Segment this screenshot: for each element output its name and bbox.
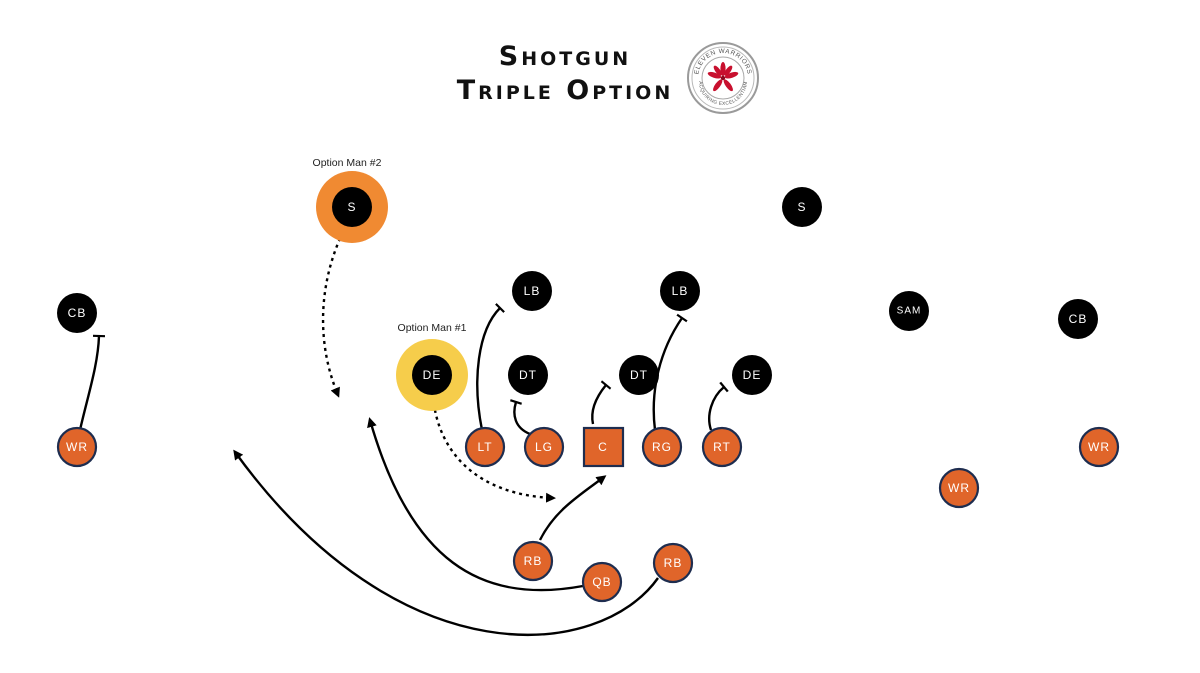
defender-de-right: DE xyxy=(732,355,772,395)
title-line-1: Shotgun xyxy=(498,41,632,72)
offense-wr-left: WR xyxy=(56,426,98,468)
offense-lg: LG xyxy=(523,426,565,468)
offense-rg: RG xyxy=(641,426,683,468)
defender-label: SAM xyxy=(897,306,922,317)
defender-safety-left: S xyxy=(332,187,372,227)
defender-label: S xyxy=(797,200,806,214)
defender-label: CB xyxy=(1069,312,1088,326)
defender-lb-right: LB xyxy=(660,271,700,311)
offense-wr-right: WR xyxy=(1078,426,1120,468)
defender-cb-right: CB xyxy=(1058,299,1098,339)
c-block-line xyxy=(591,380,612,425)
defender-de-left: DE xyxy=(412,355,452,395)
wr-left-block-line xyxy=(78,334,106,431)
offense-lt: LT xyxy=(464,426,506,468)
offense-wr-slot: WR xyxy=(938,467,980,509)
offense-label: QB xyxy=(592,575,611,589)
offense-label: RB xyxy=(664,556,683,570)
option-man-1-label: Option Man #1 xyxy=(398,322,467,334)
option-man-2-label: Option Man #2 xyxy=(313,157,382,169)
option-man-1-read-path xyxy=(431,395,556,503)
offense-label: RG xyxy=(652,440,672,454)
defender-sam: SAM xyxy=(889,291,929,331)
lg-block-line xyxy=(509,399,531,436)
defender-label: LB xyxy=(672,284,689,298)
offense-label: LG xyxy=(535,440,553,454)
defender-label: DE xyxy=(423,368,442,382)
offense-label: RB xyxy=(524,554,543,568)
option-man-2-read-path xyxy=(321,231,345,398)
defender-label: CB xyxy=(68,306,87,320)
defender-lb-left: LB xyxy=(512,271,552,311)
offense: WR LT LG C RG RT WR WR RB QB RB xyxy=(56,426,1120,603)
lt-block-line xyxy=(476,302,506,431)
rb-dive-path xyxy=(538,475,607,541)
title-line-2: Triple Option xyxy=(456,75,674,106)
option-man-reads xyxy=(321,231,556,503)
offense-label: WR xyxy=(1088,440,1110,454)
offense-label: LT xyxy=(477,440,492,454)
eleven-warriors-logo: ELEVEN WARRIORS ACQUIRING EXCELLENTIAM xyxy=(687,42,759,114)
diagram-title: Shotgun Triple Option xyxy=(430,40,700,108)
assignment-lines xyxy=(78,302,729,636)
defender-cb-left: CB xyxy=(57,293,97,333)
rt-block-line xyxy=(708,381,729,431)
offense-label: RT xyxy=(713,440,731,454)
defender-label: LB xyxy=(524,284,541,298)
qb-keep-path xyxy=(367,417,584,592)
offense-center: C xyxy=(582,426,625,468)
defender-label: DT xyxy=(630,368,648,382)
defender-safety-right: S xyxy=(782,187,822,227)
defender-label: DE xyxy=(743,368,762,382)
rb-pitch-path xyxy=(233,449,659,636)
offense-rb-left: RB xyxy=(512,540,554,582)
offense-qb: QB xyxy=(581,561,623,603)
defender-label: DT xyxy=(519,368,537,382)
defense: CB S S LB LB SAM CB DE DT DT DE xyxy=(57,187,1098,395)
offense-rb-right: RB xyxy=(652,542,694,584)
defender-label: S xyxy=(347,200,356,214)
buckeye-leaf-icon xyxy=(707,62,739,92)
offense-rt: RT xyxy=(701,426,743,468)
defender-dt-left: DT xyxy=(508,355,548,395)
offense-label: WR xyxy=(948,481,970,495)
defender-dt-right: DT xyxy=(619,355,659,395)
offense-label: C xyxy=(598,440,608,454)
offense-label: WR xyxy=(66,440,88,454)
